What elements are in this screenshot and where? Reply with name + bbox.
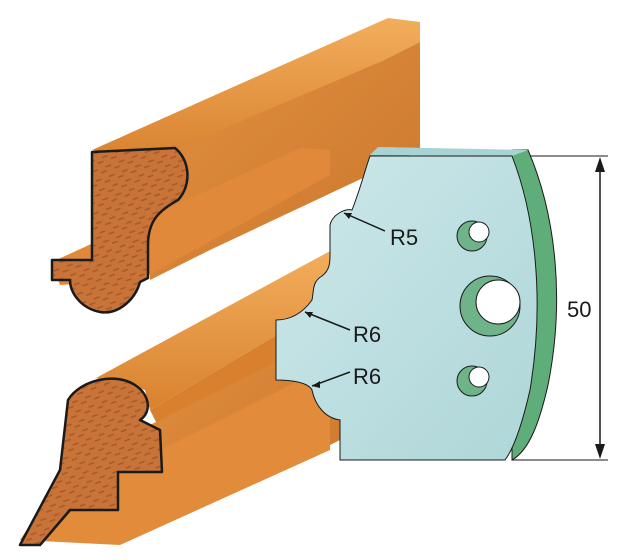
- label-r6-lower: R6: [353, 364, 381, 389]
- leader-r6-upper: [304, 311, 351, 331]
- dimension-arrow-top: [595, 157, 605, 172]
- label-height: 50: [567, 297, 591, 322]
- upper-molding-end-profile: [50, 146, 189, 314]
- height-dimension: 50: [512, 155, 608, 461]
- lower-molding-top-face: [96, 250, 348, 410]
- upper-molding: [50, 18, 420, 314]
- leader-r5: [343, 212, 386, 232]
- lower-molding-end-profile: [18, 377, 164, 547]
- label-r6-upper: R6: [353, 322, 381, 347]
- label-r5: R5: [390, 225, 418, 250]
- cutter-top-edge: [370, 147, 528, 156]
- upper-molding-top-face: [92, 18, 420, 160]
- dimension-arrow-bottom: [595, 444, 605, 459]
- radius-callouts: R5 R6 R6: [304, 212, 418, 389]
- lower-molding: [18, 250, 348, 547]
- cutter-knife: [275, 147, 558, 461]
